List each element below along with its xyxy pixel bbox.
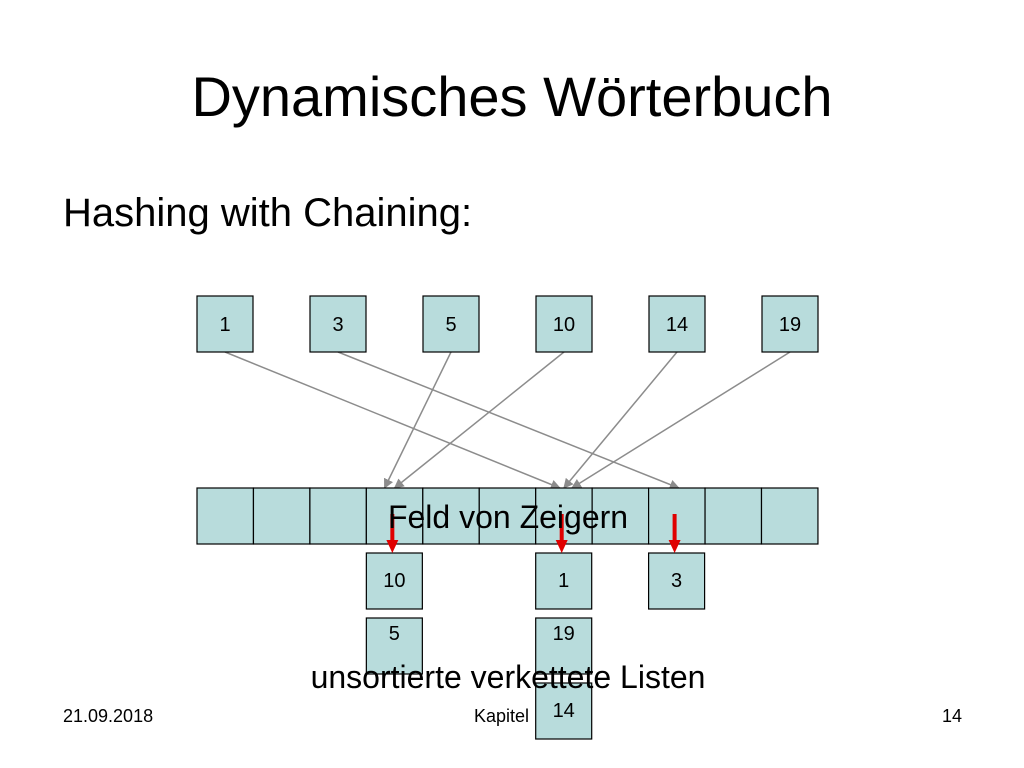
table-cell-2 <box>309 487 367 545</box>
pointer-arrow-head-6 <box>555 540 568 553</box>
chain-node-label-6-1: 19 <box>553 623 575 645</box>
lists-label: unsortierte verkettete Listen <box>311 659 706 695</box>
table-cell-9 <box>704 487 763 545</box>
slide-subtitle: Hashing with Chaining: <box>63 191 473 235</box>
pointer-arrow-head-3 <box>386 540 399 553</box>
hash-arrow-5 <box>383 351 452 489</box>
key-label-5: 5 <box>445 314 456 336</box>
slide-title: Dynamisches Wörterbuch <box>191 65 833 128</box>
pointer-arrow-head-8 <box>668 540 681 553</box>
chain-node-8-0 <box>647 552 706 610</box>
chain-lists: 10 5 1 19 14 3 <box>365 552 706 740</box>
hash-arrow-19 <box>571 351 791 489</box>
key-box-5 <box>422 295 480 353</box>
hash-arrow-1 <box>224 351 561 490</box>
pointer-arrows <box>386 514 681 553</box>
key-box-3 <box>309 295 367 353</box>
chain-node-label-8-0: 3 <box>671 570 682 592</box>
key-label-3: 3 <box>332 314 343 336</box>
chain-node-3-0 <box>365 552 423 610</box>
table-cell-8 <box>647 487 706 545</box>
table-cell-10 <box>760 487 819 545</box>
key-label-1: 1 <box>219 314 230 336</box>
table-cell-5 <box>478 487 537 545</box>
pointer-table <box>196 487 819 545</box>
chain-node-6-2 <box>535 682 593 740</box>
hash-arrows <box>224 351 791 490</box>
key-box-1 <box>196 295 254 353</box>
key-label-14: 14 <box>666 314 688 336</box>
chain-node-label-3-0: 10 <box>383 570 405 592</box>
table-cell-4 <box>422 487 480 545</box>
hash-arrow-14 <box>563 351 678 489</box>
chain-node-label-3-1: 5 <box>389 623 400 645</box>
chain-node-3-1 <box>365 617 423 675</box>
footer-page-number: 14 <box>942 706 963 726</box>
key-label-19: 19 <box>779 314 801 336</box>
table-cell-0 <box>196 487 255 545</box>
chain-node-6-1 <box>535 617 593 675</box>
hash-arrow-3 <box>337 351 680 490</box>
chain-node-label-6-2: 14 <box>553 700 575 722</box>
table-label: Feld von Zeigern <box>388 499 628 535</box>
table-cell-7 <box>591 487 650 545</box>
key-box-19 <box>761 295 819 353</box>
hash-arrow-10 <box>393 351 565 489</box>
key-box-14 <box>648 295 706 353</box>
key-box-10 <box>535 295 593 353</box>
footer-date: 21.09.2018 <box>63 706 154 726</box>
key-label-10: 10 <box>553 314 575 336</box>
table-cell-1 <box>252 487 311 545</box>
chain-node-label-6-0: 1 <box>558 570 569 592</box>
key-boxes: 1 3 5 10 14 19 <box>196 295 819 353</box>
chain-node-6-0 <box>535 552 593 610</box>
footer-chapter: Kapitel <box>474 706 530 726</box>
